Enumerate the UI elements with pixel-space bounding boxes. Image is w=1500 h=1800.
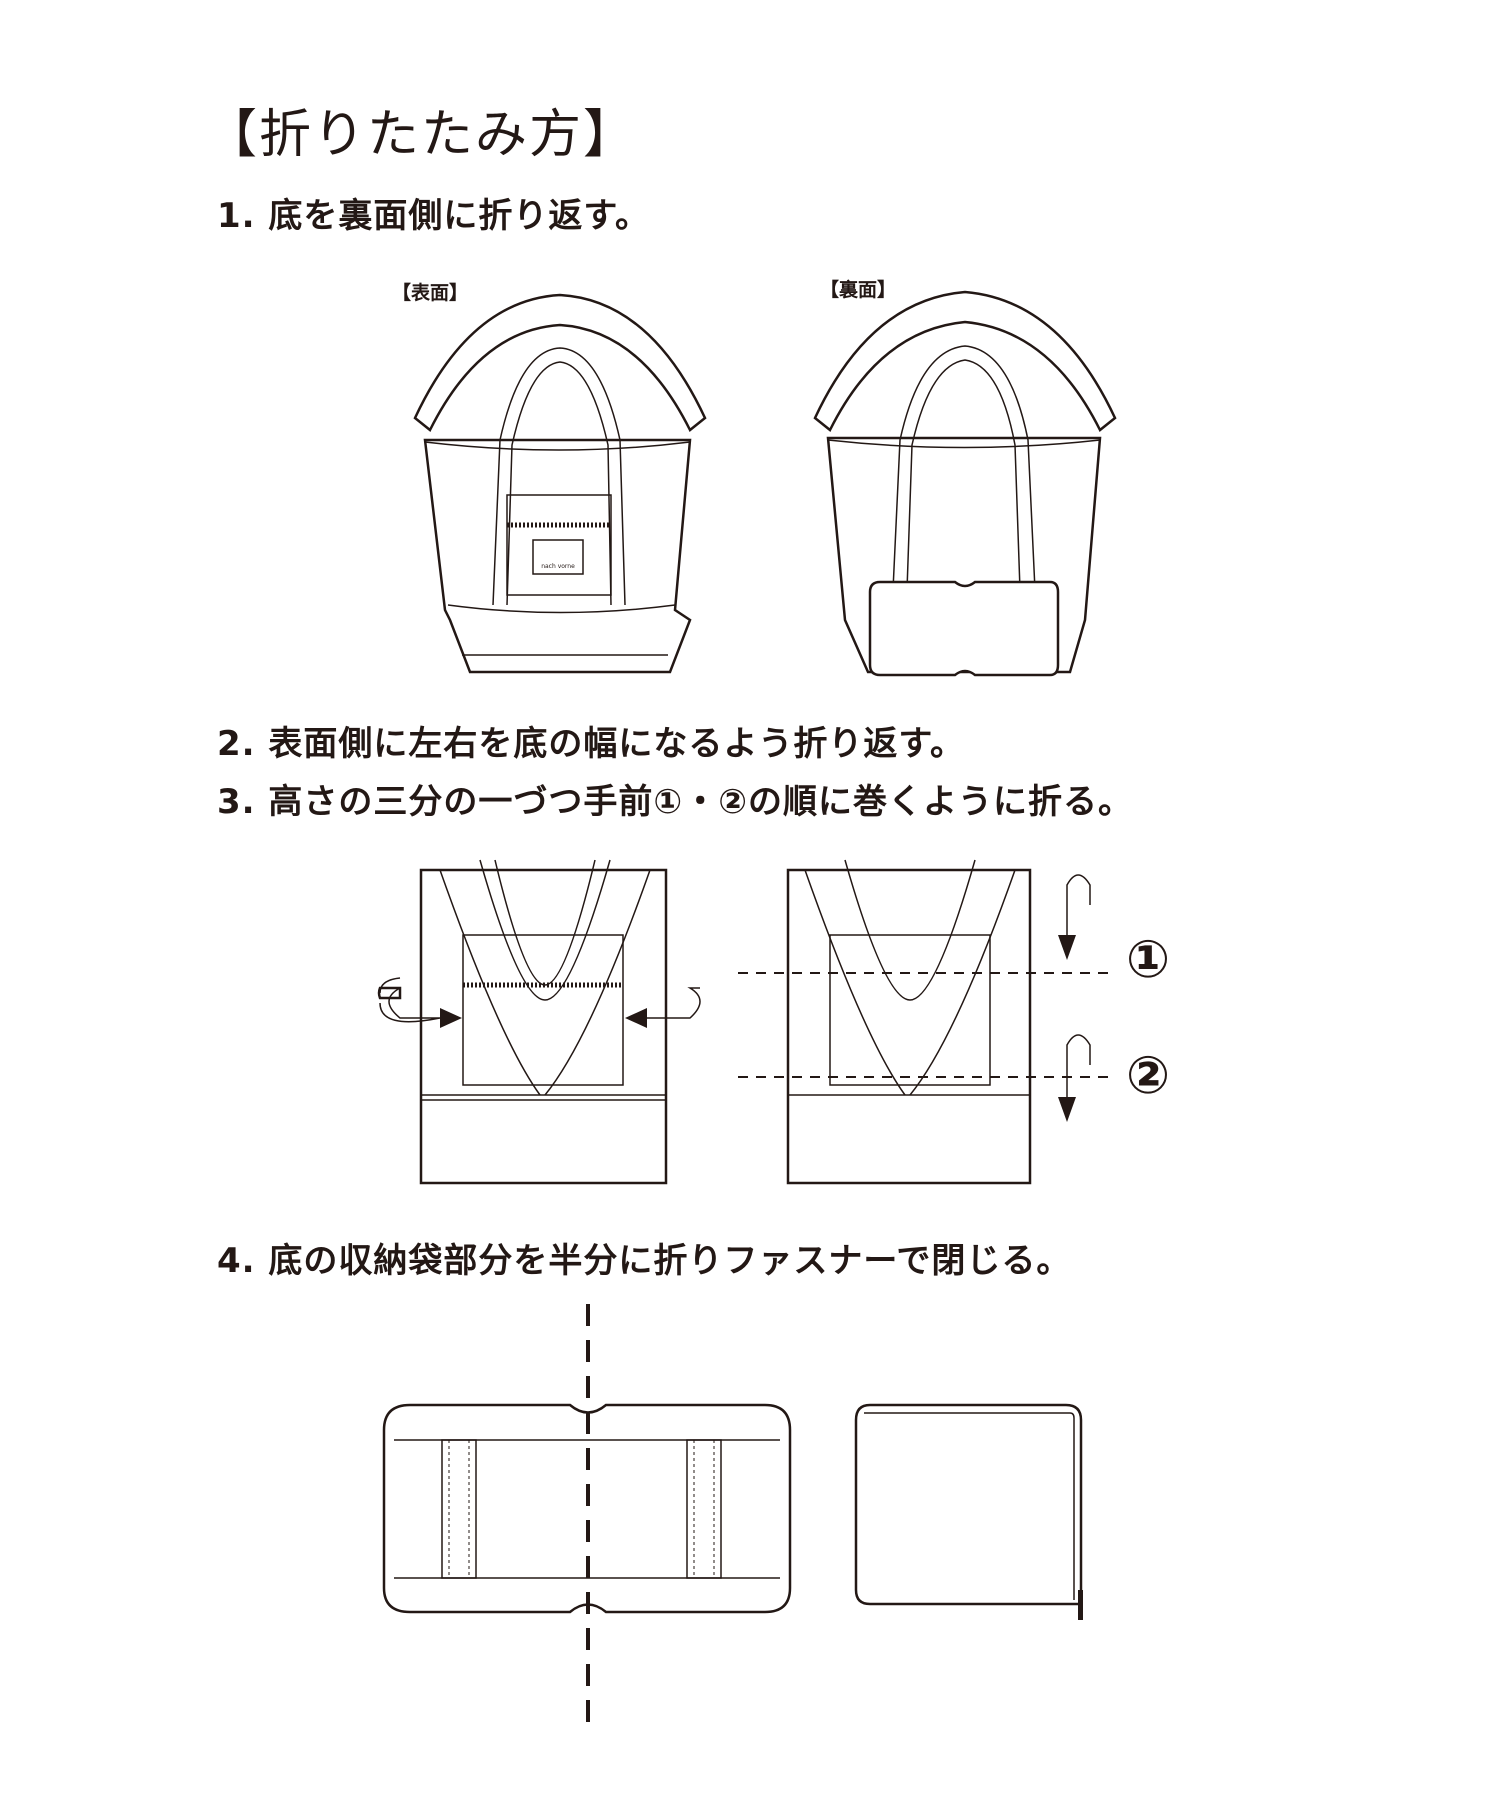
front-bag-illustration: nach vorne bbox=[413, 293, 707, 674]
page-title: 【折りたたみ方】 bbox=[205, 105, 638, 165]
pouch-closed-illustration bbox=[854, 1403, 1083, 1620]
front-label: 【表面】 bbox=[392, 282, 469, 304]
bag-label-logo: nach vorne bbox=[541, 563, 575, 570]
step-2-text: 2. 表面側に左右を底の幅になるよう折り返す。 bbox=[217, 724, 966, 764]
step-3-text: 3. 高さの三分の一づつ手前①・②の順に巻くように折る。 bbox=[217, 782, 1133, 822]
marker-two: ② bbox=[1126, 1046, 1171, 1106]
marker-one: ① bbox=[1126, 930, 1171, 990]
pouch-open-illustration bbox=[382, 1304, 792, 1731]
back-label: 【裏面】 bbox=[820, 279, 897, 301]
folded-bag-step3 bbox=[738, 859, 1108, 1185]
step-4-text: 4. 底の収納袋部分を半分に折りファスナーで閉じる。 bbox=[217, 1241, 1072, 1281]
step-1-text: 1. 底を裏面側に折り返す。 bbox=[217, 196, 651, 236]
folded-bag-step2 bbox=[377, 859, 701, 1185]
back-bag-illustration bbox=[813, 290, 1117, 677]
